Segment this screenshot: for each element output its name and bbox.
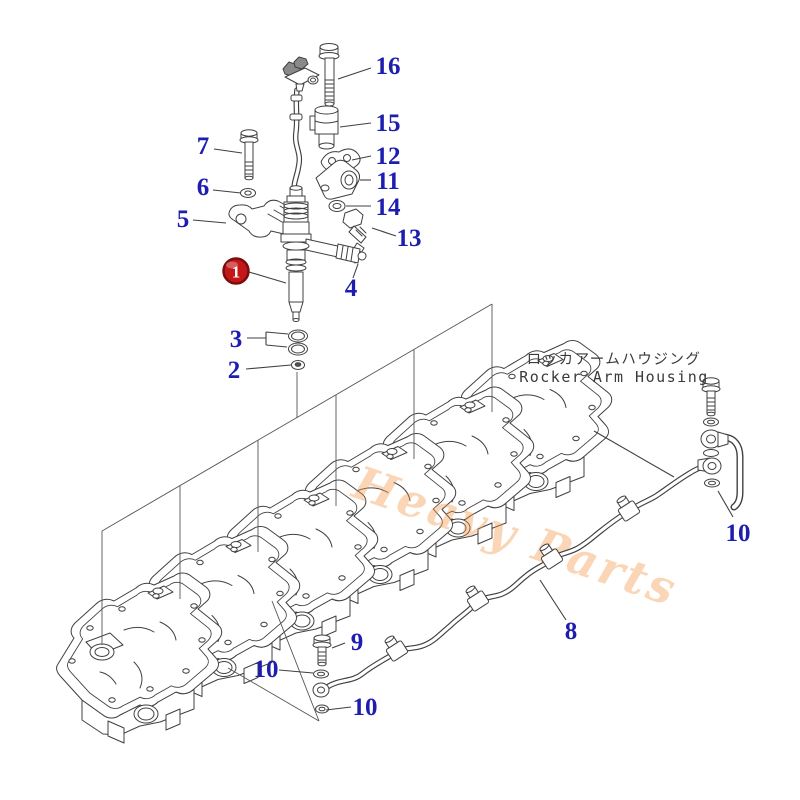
callout-label-7: 7 <box>197 133 210 160</box>
callout-label-12: 12 <box>376 143 401 170</box>
heading-japanese: ロッカアームハウジング <box>527 351 702 368</box>
callout-label-13: 13 <box>397 225 422 252</box>
callout-label-4: 4 <box>345 275 358 302</box>
washer-end-1 <box>703 417 719 427</box>
washer-10-bottom <box>315 704 329 714</box>
washer-10-left <box>313 669 329 679</box>
callout-label-10-bottom: 10 <box>353 694 378 721</box>
callout-label-1: 1 <box>232 263 241 282</box>
callout-label-3: 3 <box>230 326 243 353</box>
bracket-11 <box>315 159 361 200</box>
washer-14 <box>328 200 346 212</box>
inlet-connector <box>282 56 320 92</box>
callout-labels: 1 16 15 12 11 14 13 4 7 6 5 3 2 8 9 10 1… <box>177 53 751 721</box>
callout-label-5: 5 <box>177 206 190 233</box>
bolt-13 <box>342 208 367 244</box>
fuel-injector-1 <box>280 185 367 322</box>
callout-label-14: 14 <box>376 194 402 221</box>
leader-lines <box>192 67 734 711</box>
washer-6 <box>240 188 256 198</box>
callout-label-10-right: 10 <box>726 520 751 547</box>
callout-label-11: 11 <box>376 168 400 195</box>
o-rings-3 <box>288 329 308 356</box>
callout-label-9: 9 <box>351 629 364 656</box>
bolt-7 <box>239 129 259 181</box>
fuel-line-end-eye <box>312 682 330 698</box>
inlet-banjo <box>697 457 722 475</box>
nut-2 <box>291 360 305 370</box>
callout-label-2: 2 <box>228 357 241 384</box>
washer-10-right <box>704 478 720 488</box>
callout-label-16: 16 <box>376 53 401 80</box>
callout-label-6: 6 <box>197 174 210 201</box>
rocker-arm-housing-1 <box>57 573 222 743</box>
bolt-9 <box>312 634 332 667</box>
bottom-mount-hardware <box>227 600 332 722</box>
injector-position-fan-lines <box>101 303 493 645</box>
elbow-banjo <box>700 429 729 449</box>
fuel-line-fitting-2 <box>461 582 490 613</box>
callout-label-15: 15 <box>376 110 401 137</box>
injector-assembly <box>228 43 367 370</box>
callout-label-8: 8 <box>565 618 578 645</box>
bolt-16 <box>318 43 340 107</box>
heading: ロッカアームハウジング Rocker Arm Housing <box>519 351 709 386</box>
fuel-line-8 <box>324 463 707 690</box>
inlet-pipe <box>289 87 303 192</box>
heading-english: Rocker Arm Housing <box>519 368 709 386</box>
callout-label-10-left: 10 <box>254 656 279 683</box>
fuel-line-end-fitting-assembly <box>697 377 744 511</box>
callout-1-badge: 1 <box>222 257 250 285</box>
washer-end-2 <box>703 449 719 457</box>
bolt-end <box>701 377 721 417</box>
spacer-15 <box>309 105 339 150</box>
